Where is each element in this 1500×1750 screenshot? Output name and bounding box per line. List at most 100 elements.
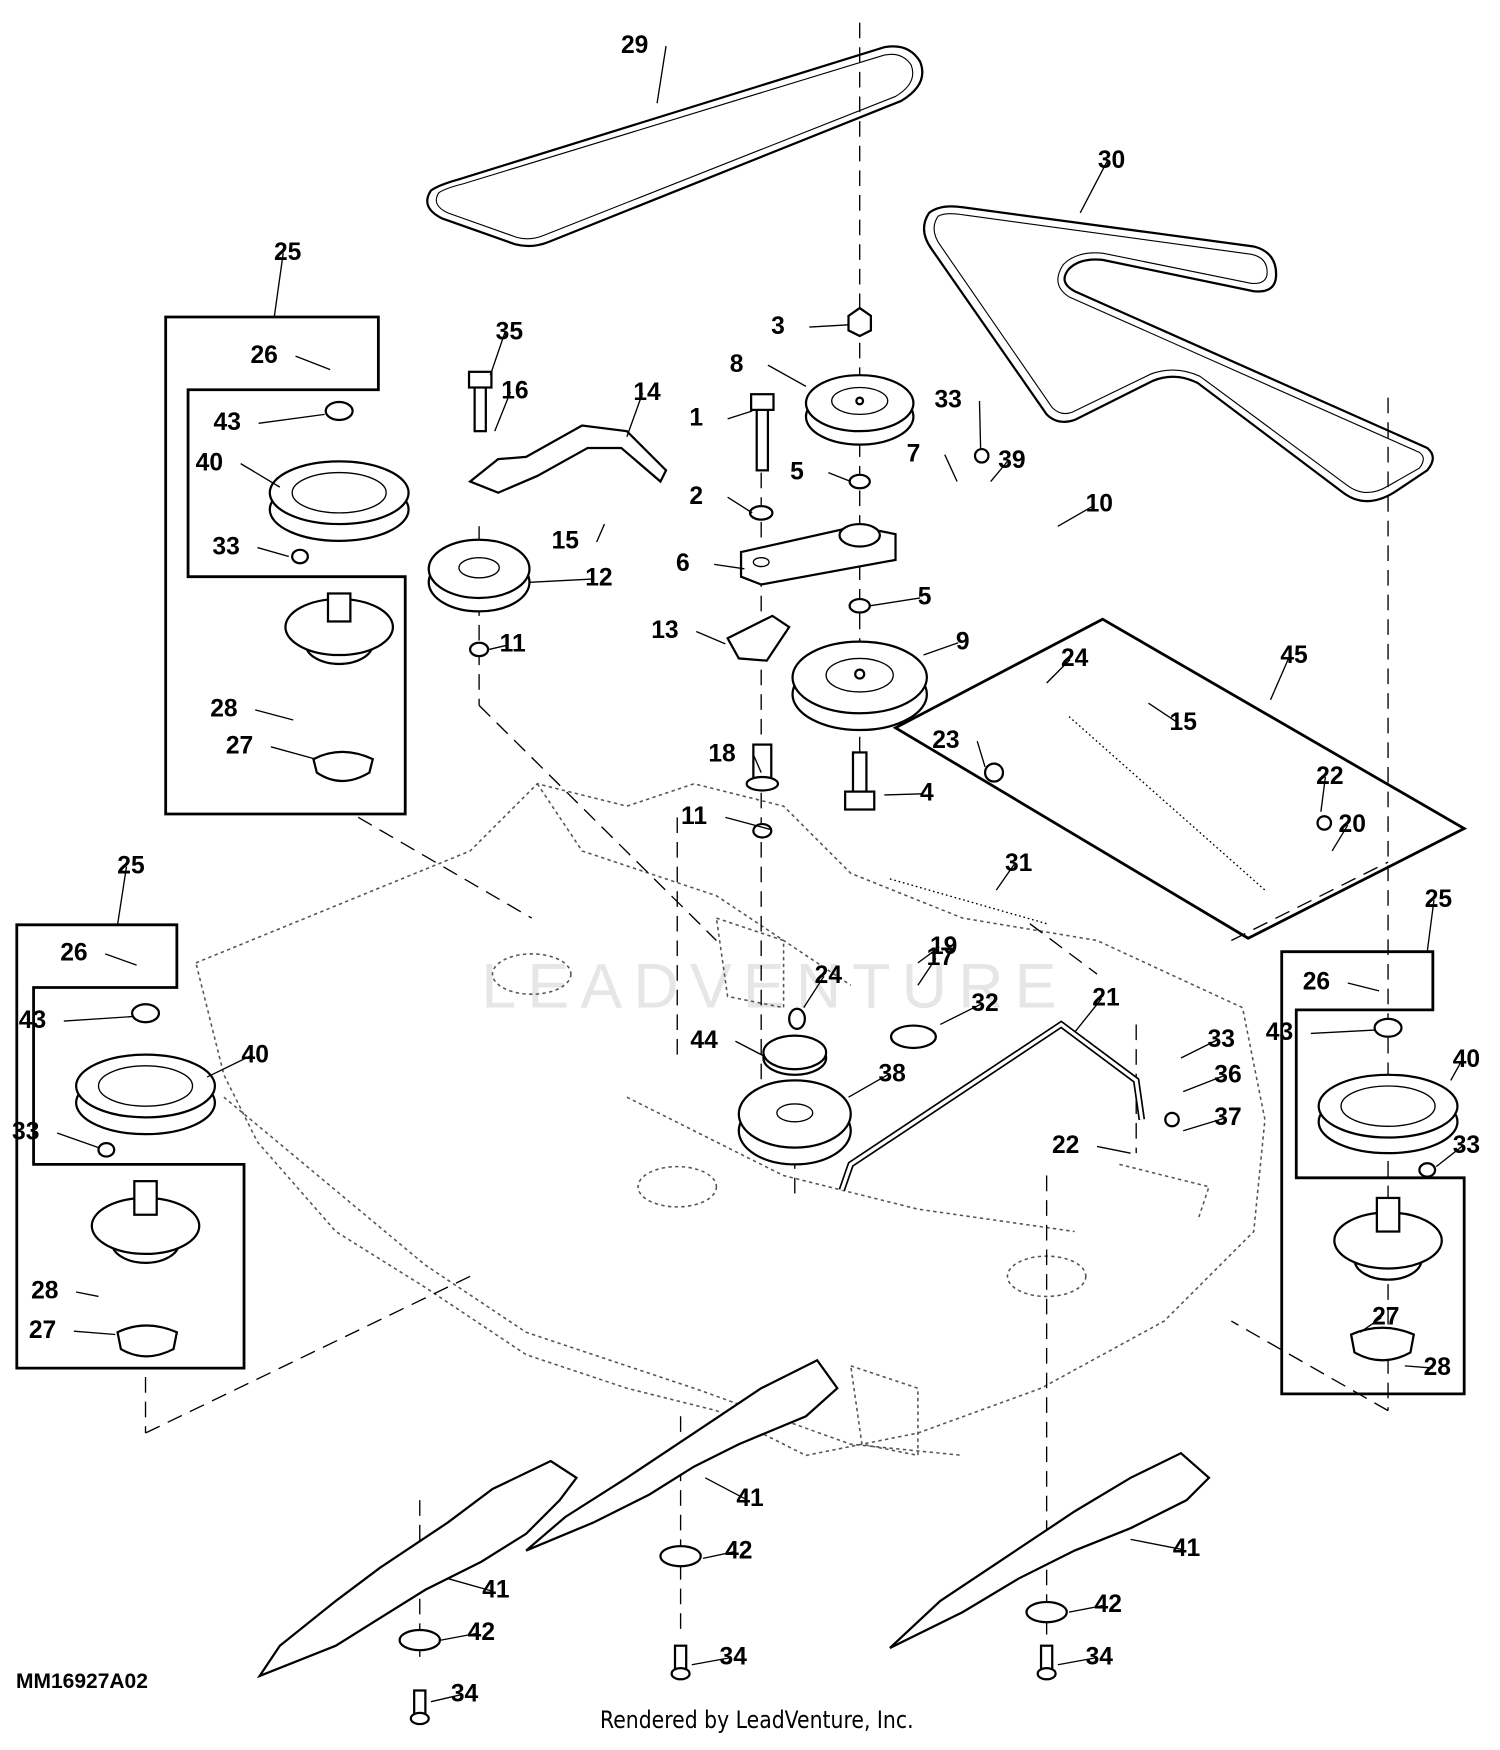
callout-leader: [430, 1694, 461, 1703]
spindle-pulley-40-ll: [75, 1053, 217, 1136]
callout-leader: [1310, 1029, 1375, 1035]
callout-label-2: 2: [689, 483, 703, 510]
callout-leader: [1074, 998, 1103, 1033]
small-hardware: [97, 400, 1437, 1652]
callout-leader: [447, 1577, 492, 1592]
callout-leader: [767, 364, 807, 387]
callout-label-34: 34: [1086, 1644, 1114, 1671]
callout-leader: [702, 1551, 735, 1560]
callout-label-18: 18: [708, 740, 735, 767]
render-credit: Rendered by LeadVenture, Inc.: [600, 1706, 914, 1734]
callout-leader: [1183, 1117, 1224, 1132]
callout-leader: [803, 975, 825, 1009]
callout-label-16: 16: [501, 378, 528, 405]
spindle-housing-ul: [284, 592, 395, 783]
spring-31: [889, 878, 1047, 925]
callout-leader: [1057, 1657, 1095, 1666]
callout-label-43: 43: [214, 409, 241, 436]
callout-label-8: 8: [730, 351, 744, 378]
callout-label-31: 31: [1005, 850, 1032, 877]
callout-leader: [116, 866, 128, 925]
bolt-35: [467, 370, 493, 433]
callout-leader: [1435, 1145, 1463, 1168]
callout-label-24: 24: [815, 962, 843, 989]
callout-label-39: 39: [998, 447, 1025, 474]
callout-label-42: 42: [468, 1619, 495, 1646]
callout-leader: [73, 1330, 116, 1336]
pulley-8: [804, 374, 915, 446]
callout-label-41: 41: [482, 1577, 509, 1604]
callout-label-11: 11: [681, 803, 707, 830]
callout-label-37: 37: [1214, 1104, 1241, 1131]
callout-label-26: 26: [60, 940, 87, 967]
callout-leader: [725, 816, 772, 831]
bracket-13: [726, 614, 791, 662]
callout-leader: [848, 1074, 889, 1098]
callout-leader: [1148, 702, 1180, 724]
callout-leader: [489, 332, 506, 376]
callout-label-43: 43: [1266, 1019, 1293, 1046]
callout-label-33: 33: [1453, 1132, 1480, 1159]
callout-label-10: 10: [1086, 491, 1113, 518]
callout-leader: [440, 1632, 477, 1641]
assembly-box-25-lower-left: [15, 923, 246, 1370]
bolt-1: [749, 393, 775, 472]
callout-label-40: 40: [196, 449, 223, 476]
callout-leader: [1046, 659, 1071, 684]
bushing-18: [745, 743, 780, 792]
callout-label-42: 42: [1095, 1591, 1122, 1618]
pulley-44: [762, 1034, 828, 1076]
callout-leader: [240, 463, 281, 488]
callout-label-43: 43: [19, 1007, 46, 1034]
callout-label-24: 24: [1061, 645, 1089, 672]
callout-leader: [273, 253, 284, 318]
callout-leader: [828, 471, 851, 483]
assembly-box-25-right: [1280, 950, 1466, 1396]
callout-label-12: 12: [585, 565, 612, 592]
idler-arm-6: [739, 522, 897, 586]
callout-leader: [1182, 1075, 1224, 1093]
callout-label-35: 35: [496, 318, 523, 345]
spring-45: [1068, 716, 1266, 891]
callout-leader: [1347, 982, 1380, 992]
bolt-4: [844, 751, 876, 811]
callout-leader: [1079, 161, 1108, 214]
callout-leader: [735, 1040, 764, 1057]
callout-layer: 1234556789101111121314151516171819202122…: [12, 32, 1480, 1708]
callout-leader: [944, 454, 958, 482]
callout-leader: [1057, 504, 1096, 527]
bracket-14: [467, 424, 668, 494]
callout-leader: [691, 1657, 729, 1666]
pulley-9: [791, 640, 928, 732]
callout-label-25: 25: [274, 239, 301, 266]
callout-label-21: 21: [1092, 984, 1119, 1011]
callout-leader: [1426, 900, 1435, 952]
callout-label-22: 22: [1052, 1132, 1079, 1159]
callout-leader: [1130, 1538, 1183, 1551]
belt-29: [426, 45, 924, 248]
callout-label-26: 26: [250, 342, 277, 369]
callout-label-15: 15: [1170, 709, 1197, 736]
callout-label-29: 29: [621, 32, 648, 59]
callout-leader: [1269, 655, 1291, 701]
callout-leader: [917, 946, 940, 964]
callout-label-20: 20: [1339, 811, 1366, 838]
spindle-pulley-40-r: [1317, 1073, 1459, 1155]
callout-leader: [978, 400, 982, 448]
callout-label-27: 27: [29, 1317, 56, 1344]
callout-leader: [1180, 1039, 1218, 1059]
blade-41-right: [889, 1451, 1211, 1649]
idler-pulley-12: [427, 538, 531, 613]
callout-leader: [990, 460, 1008, 482]
callout-label-14: 14: [633, 379, 661, 406]
callout-label-19: 19: [930, 933, 957, 960]
callout-label-25: 25: [1425, 886, 1452, 913]
callout-leader: [255, 709, 294, 721]
callout-label-3: 3: [771, 313, 785, 340]
spindle-pulley-40-ul: [268, 460, 410, 542]
callout-leader: [727, 410, 753, 420]
callout-label-33: 33: [934, 387, 961, 414]
callout-label-26: 26: [1303, 969, 1330, 996]
callout-label-7: 7: [907, 440, 921, 467]
blade-41-left: [256, 1459, 579, 1679]
